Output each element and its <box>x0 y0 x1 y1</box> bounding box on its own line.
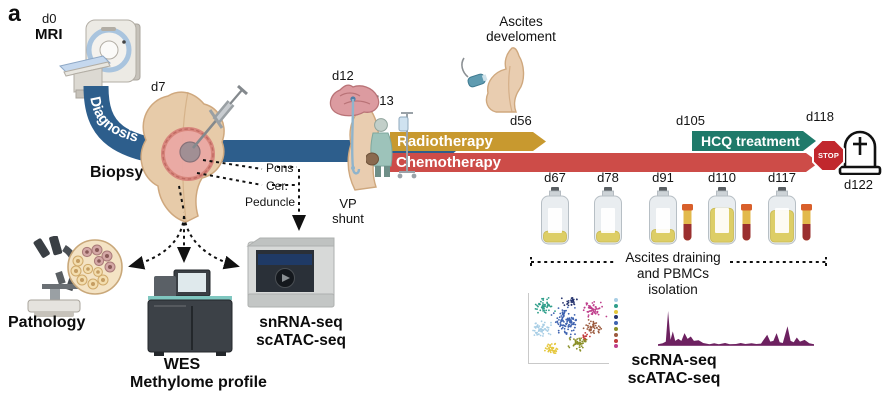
umap-legend-dot <box>614 332 618 337</box>
umap-legend <box>614 298 618 349</box>
stop-sign-icon: STOP <box>814 141 843 170</box>
mri-label: MRI <box>35 26 63 43</box>
sample-day-label: d78 <box>597 170 619 185</box>
scrna-label: scRNA-seq scATAC-seq <box>627 352 721 387</box>
ascites-ultrasound-icon <box>461 47 525 113</box>
snrna-label: snRNA-seq scATAC-seq <box>256 314 346 349</box>
panel-label: a <box>8 0 21 26</box>
ascites-development-label: Ascites develoment <box>486 14 556 44</box>
umap-legend-dot <box>614 338 618 343</box>
sample-timepoint: d78 <box>593 170 649 260</box>
umap-legend-dot <box>614 309 618 314</box>
patient-iv-icon <box>366 112 417 179</box>
day-d118: d118 <box>806 109 834 124</box>
blood-tube-icon <box>801 204 812 241</box>
tombstone-icon <box>838 130 882 175</box>
ascites-bottle-icon <box>768 187 796 245</box>
sample-icons <box>707 187 753 245</box>
sample-timepoint: d91 <box>648 170 704 260</box>
sample-day-label: d67 <box>544 170 566 185</box>
wes-sequencer-icon <box>147 269 233 356</box>
site-peduncle-label: Peduncle <box>245 195 296 209</box>
sample-day-label: d117 <box>768 170 796 185</box>
umap-scatter <box>532 297 608 354</box>
pathology-label: Pathology <box>8 314 86 331</box>
umap-plot <box>528 293 609 364</box>
biopsy-label: Biopsy <box>90 164 144 181</box>
sample-timepoint: d67 <box>540 170 596 260</box>
site-cer-label: Cer. <box>266 179 289 193</box>
umap-legend-dot <box>614 315 618 320</box>
wes-label: WES Methylome profile <box>130 356 267 391</box>
sample-icons <box>593 187 623 245</box>
umap-legend-dot <box>614 303 618 308</box>
hcq-treatment-arrow: HCQ treatment <box>692 131 816 151</box>
mri-scanner-icon <box>59 19 141 99</box>
radiotherapy-arrow: Radiotherapy <box>390 132 546 151</box>
blood-tube-icon <box>741 204 752 241</box>
microscope-icon <box>27 236 81 317</box>
ascites-bottle-icon <box>541 187 569 245</box>
day-d105: d105 <box>676 113 705 128</box>
umap-legend-dot <box>614 321 618 326</box>
sample-icons <box>540 187 570 245</box>
ascites-bottle-icon <box>708 187 736 245</box>
sample-timepoint: d117 <box>767 170 823 260</box>
site-pons-label: Pons <box>266 161 294 175</box>
sample-timepoint: d110 <box>707 170 763 260</box>
day-d0: d0 <box>42 11 57 26</box>
umap-legend-dot <box>614 344 618 349</box>
umap-legend-dot <box>614 298 618 302</box>
sample-icons <box>767 187 813 245</box>
day-d122: d122 <box>844 177 873 192</box>
histology-cells-icon <box>67 239 123 295</box>
snrna-sequencer-icon <box>246 237 335 308</box>
sampling-caption: Ascites draining and PBMCs isolation <box>625 250 721 297</box>
blood-tube-icon <box>682 204 693 241</box>
sample-day-label: d110 <box>708 170 736 185</box>
ascites-bottle-icon <box>594 187 622 245</box>
biopsy-brainstem-icon <box>140 84 248 223</box>
day-d12: d12 <box>332 68 354 83</box>
atac-track <box>658 311 814 346</box>
ascites-bottle-icon <box>649 187 677 245</box>
chemotherapy-arrow: Chemotherapy <box>387 153 819 172</box>
day-d7: d7 <box>151 79 166 94</box>
chemotherapy-label: Chemotherapy <box>396 154 502 171</box>
sample-day-label: d91 <box>652 170 674 185</box>
sample-icons <box>648 187 694 245</box>
radiotherapy-label: Radiotherapy <box>397 133 493 150</box>
day-d56: d56 <box>510 113 532 128</box>
hcq-treatment-label: HCQ treatment <box>701 133 800 149</box>
umap-legend-dot <box>614 326 618 331</box>
vp-shunt-label: VP shunt <box>332 196 364 226</box>
